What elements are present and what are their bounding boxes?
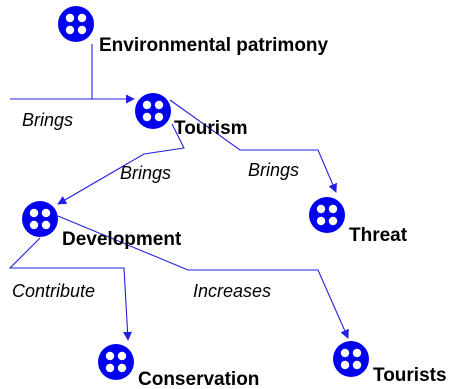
node-threat[interactable]: Threat (309, 197, 408, 246)
edge-label-increases: Increases (193, 281, 271, 301)
node-label: Development (62, 229, 182, 250)
concept-node-icon (135, 93, 171, 129)
concept-node-icon (333, 341, 369, 377)
node-tourism[interactable]: Tourism (135, 93, 248, 139)
edge-line (57, 215, 349, 339)
node-development[interactable]: Development (22, 201, 182, 250)
node-tourists[interactable]: Tourists (333, 341, 447, 386)
edge-line (57, 123, 185, 205)
edge-label-brings: Brings (22, 110, 73, 130)
edge-patrimony-to-tourism: Brings (10, 44, 134, 130)
node-label: Threat (349, 225, 408, 246)
edge-line (169, 99, 337, 193)
edge-tourism-to-threat: Brings (169, 99, 337, 193)
edge-label-brings: Brings (120, 163, 171, 183)
edge-label-contribute: Contribute (12, 281, 95, 301)
concept-node-icon (58, 6, 94, 42)
edge-development-to-conservation: Contribute (8, 237, 133, 341)
node-label: Conservation (138, 369, 259, 389)
edge-label-brings: Brings (248, 160, 299, 180)
edge-line (8, 237, 133, 341)
concept-node-icon (309, 197, 345, 233)
edge-development-to-tourists: Increases (57, 215, 349, 339)
node-label: Tourists (373, 365, 447, 386)
node-label: Environmental patrimony (99, 35, 329, 56)
edge-line (10, 44, 134, 99)
node-conservation[interactable]: Conservation (98, 344, 259, 389)
concept-node-icon (22, 201, 58, 237)
node-label: Tourism (174, 118, 248, 139)
edge-tourism-to-development: Brings (57, 123, 185, 205)
concept-node-icon (98, 344, 134, 380)
node-environmental-patrimony[interactable]: Environmental patrimony (58, 6, 329, 56)
